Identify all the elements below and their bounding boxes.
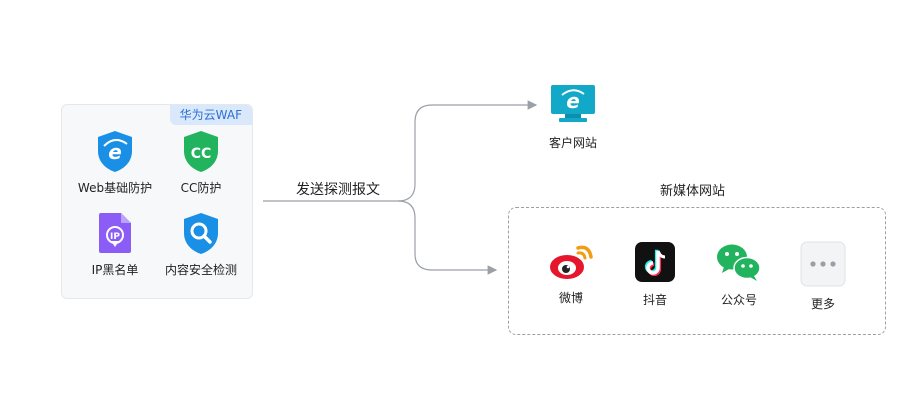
svg-text:IP: IP [110,232,120,242]
waf-panel: 华为云WAF e Web基础防护 CC CC防护 IP IP黑名单 [61,104,253,299]
feature-web-basic-protection: e Web基础防护 [70,129,160,196]
more-icon [800,241,846,287]
svg-text:e: e [566,89,580,113]
wechat-icon [717,244,761,281]
ip-doc-icon: IP [99,213,131,253]
media-label: 公众号 [720,293,757,307]
customer-site: e 客户网站 [528,84,618,151]
weibo-icon [550,245,593,279]
media-item-weibo: 微博 [539,241,603,306]
search-shield-icon [184,213,218,254]
douyin-icon [635,242,675,282]
waf-badge: 华为云WAF [169,105,252,125]
media-label: 更多 [810,297,835,311]
feature-label: IP黑名单 [91,263,139,277]
feature-label: 内容安全检测 [164,263,237,277]
media-title: 新媒体网站 [660,184,726,199]
feature-label: Web基础防护 [77,181,153,195]
svg-text:e: e [108,140,122,164]
ie-shield-icon: e [98,131,132,172]
feature-content-security-detection: 内容安全检测 [156,211,246,278]
media-label: 微博 [558,291,583,305]
media-item-douyin: 抖音 [623,241,687,308]
feature-ip-blacklist: IP IP黑名单 [70,211,160,278]
media-item-wechat-official: 公众号 [707,241,771,308]
feature-cc-protection: CC CC防护 [156,129,246,196]
flow-label: 发送探测报文 [296,182,380,198]
media-label: 抖音 [642,293,667,307]
media-box: 微博 抖音 公众号 更多 [508,207,886,335]
media-item-more: 更多 [791,241,855,312]
monitor-ie-icon: e [551,85,595,122]
cc-shield-icon: CC [184,131,218,172]
customer-site-label: 客户网站 [548,136,597,150]
feature-label: CC防护 [180,181,222,195]
svg-text:CC: CC [191,146,212,162]
